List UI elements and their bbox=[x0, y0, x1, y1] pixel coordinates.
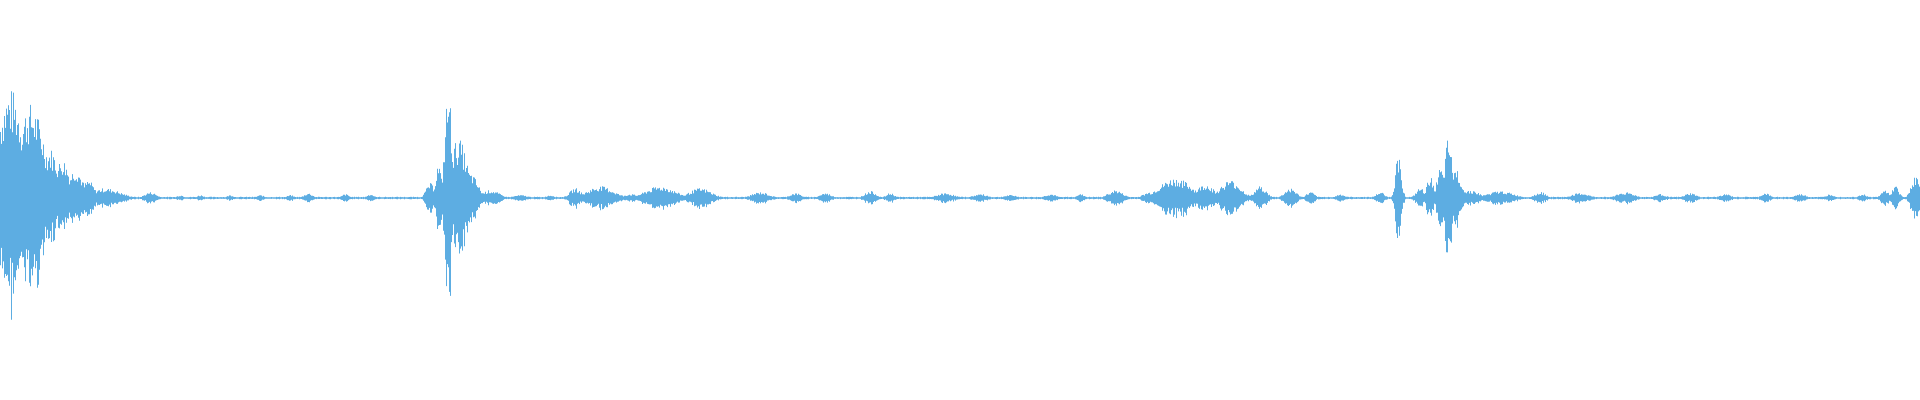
waveform-bars bbox=[0, 91, 1920, 320]
